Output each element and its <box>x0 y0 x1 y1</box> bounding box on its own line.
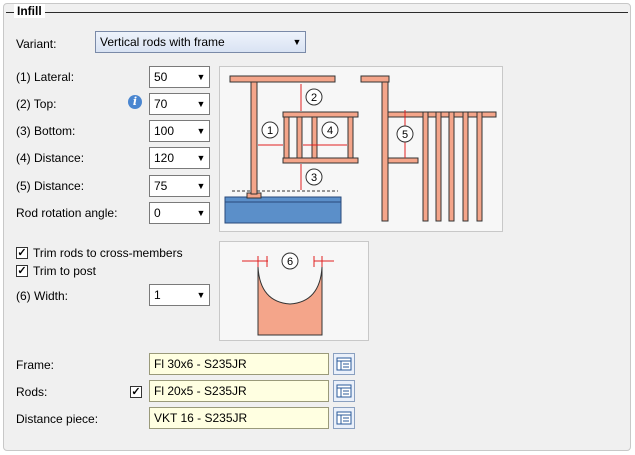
lateral-value: 50 <box>154 70 168 84</box>
distance5-dropdown[interactable]: 75 ▼ <box>149 175 210 197</box>
infill-diagram: 1 2 3 4 5 <box>219 66 503 232</box>
distance4-dropdown[interactable]: 120 ▼ <box>149 147 210 169</box>
trim-post-checkbox[interactable]: ✓ <box>16 265 28 277</box>
chevron-down-icon: ▼ <box>196 208 206 218</box>
width-dropdown[interactable]: 1 ▼ <box>149 284 210 306</box>
bottom-label: (3) Bottom: <box>16 124 76 138</box>
infill-diagram-drawing: 1 2 3 4 5 <box>224 75 497 224</box>
trim-diagram: 6 <box>219 241 369 341</box>
diagram-label-3: 3 <box>311 172 317 184</box>
chevron-down-icon: ▼ <box>196 181 206 191</box>
chevron-down-icon: ▼ <box>196 72 206 82</box>
trim-rods-label: Trim rods to cross-members <box>33 246 183 260</box>
top-value: 70 <box>154 97 168 111</box>
distance4-label: (4) Distance: <box>16 151 85 165</box>
diagram-label-4: 4 <box>327 125 333 137</box>
catalog-icon[interactable] <box>333 353 355 375</box>
top-label: (2) Top: <box>16 97 57 111</box>
chevron-down-icon: ▼ <box>292 37 302 47</box>
trim-rods-checkbox[interactable]: ✓ <box>16 247 28 259</box>
distance5-label: (5) Distance: <box>16 179 85 193</box>
group-divider <box>6 12 628 13</box>
group-title: Infill <box>14 4 45 18</box>
distance4-value: 120 <box>154 151 175 165</box>
rotation-label: Rod rotation angle: <box>16 206 118 220</box>
lateral-label: (1) Lateral: <box>16 70 75 84</box>
diagram-label-1: 1 <box>267 125 273 137</box>
rods-checkbox[interactable]: ✓ <box>130 386 142 398</box>
top-dropdown[interactable]: 70 ▼ <box>149 93 210 115</box>
diagram-label-2: 2 <box>311 92 317 104</box>
frame-field[interactable]: Fl 30x6 - S235JR <box>149 353 329 375</box>
diagram-label-6: 6 <box>287 256 293 268</box>
width-value: 1 <box>154 288 161 302</box>
catalog-icon[interactable] <box>333 407 355 429</box>
distance-piece-label: Distance piece: <box>16 412 99 426</box>
rotation-value: 0 <box>154 206 161 220</box>
rods-label: Rods: <box>16 385 48 399</box>
distance5-value: 75 <box>154 179 168 193</box>
bottom-value: 100 <box>154 124 175 138</box>
bottom-dropdown[interactable]: 100 ▼ <box>149 120 210 142</box>
variant-label: Variant: <box>16 37 57 51</box>
chevron-down-icon: ▼ <box>196 290 206 300</box>
frame-label: Frame: <box>16 358 55 372</box>
chevron-down-icon: ▼ <box>196 153 206 163</box>
info-icon[interactable]: i <box>128 95 142 109</box>
variant-value: Vertical rods with frame <box>100 35 225 49</box>
trim-diagram-drawing: 6 <box>242 252 334 336</box>
chevron-down-icon: ▼ <box>196 126 206 136</box>
chevron-down-icon: ▼ <box>196 99 206 109</box>
width-label: (6) Width: <box>16 289 69 303</box>
catalog-icon[interactable] <box>333 380 355 402</box>
variant-dropdown[interactable]: Vertical rods with frame ▼ <box>95 31 306 53</box>
distance-piece-field[interactable]: VKT 16 - S235JR <box>149 407 329 429</box>
rotation-dropdown[interactable]: 0 ▼ <box>149 202 210 224</box>
lateral-dropdown[interactable]: 50 ▼ <box>149 66 210 88</box>
rods-field[interactable]: Fl 20x5 - S235JR <box>149 380 329 402</box>
trim-post-label: Trim to post <box>33 264 96 278</box>
diagram-label-5: 5 <box>402 129 408 141</box>
